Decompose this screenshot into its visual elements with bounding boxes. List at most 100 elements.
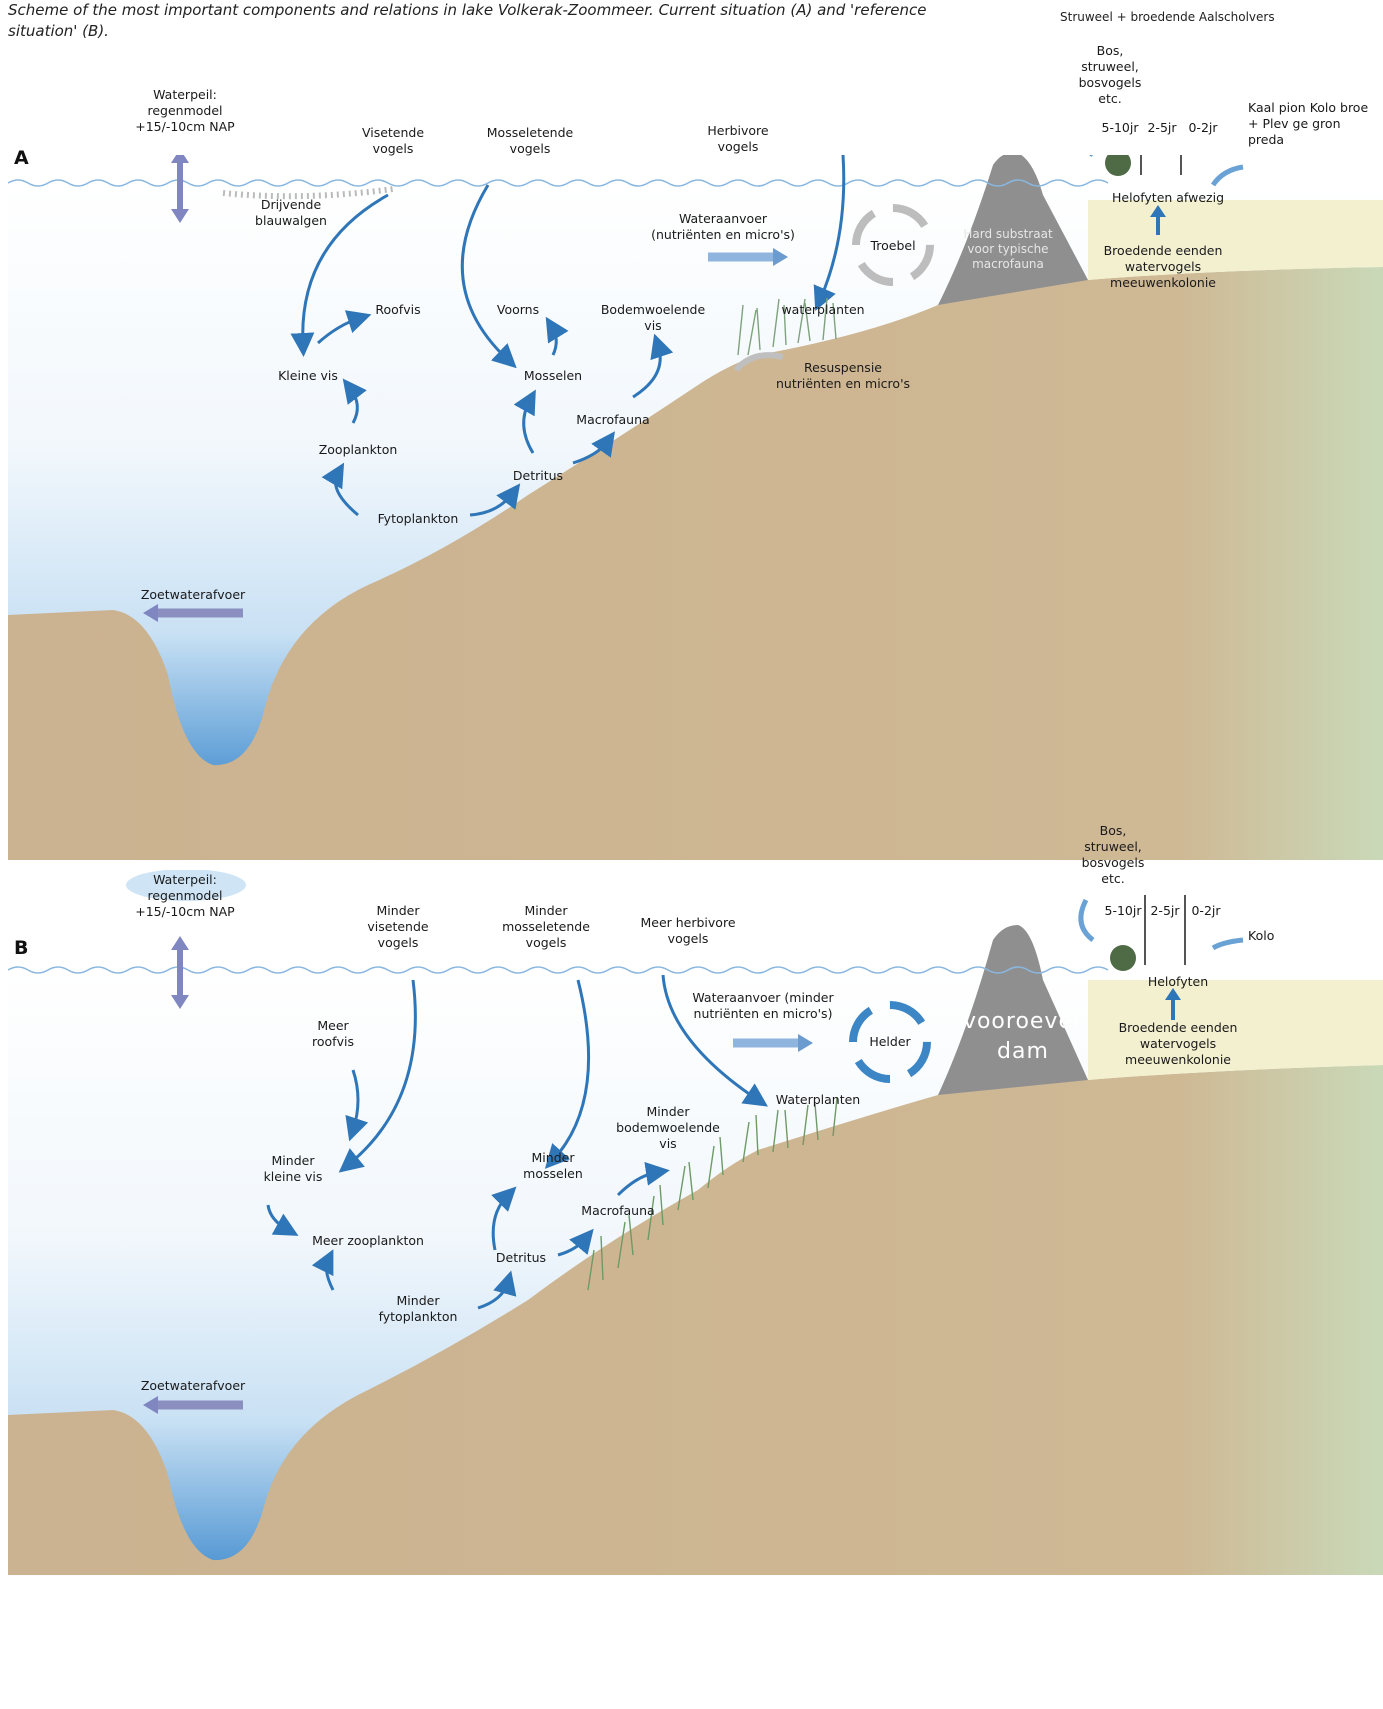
aquatic-plants bbox=[737, 297, 837, 356]
panel-a: A Waterpeil: regenmodel +15/-10cm NAP Dr… bbox=[8, 43, 1383, 860]
arrow-visetende bbox=[290, 193, 389, 357]
broedende-eenden-label: Broedende eenden watervogels meeuwenkolo… bbox=[1103, 243, 1223, 290]
macrofauna-label: Macrofauna bbox=[576, 412, 650, 427]
minder-mosselen-label: Minder mosselen bbox=[523, 1150, 583, 1181]
arrow-detritus-macro bbox=[557, 1228, 594, 1257]
minder-fytoplankton-label: Minder fytoplankton bbox=[378, 1293, 458, 1324]
cut-right-label: Kaal pion Kolo broe + Plev ge gron preda bbox=[1248, 100, 1369, 147]
voorns-label: Voorns bbox=[496, 302, 540, 317]
broed-arrow-head bbox=[1165, 988, 1181, 1000]
arrow-mosseletende bbox=[460, 184, 517, 369]
bos-arrow bbox=[1078, 898, 1095, 942]
vooroever-dam-label: vooroever dam bbox=[962, 1009, 1084, 1064]
age-5-10-label: 5-10jr bbox=[1101, 120, 1139, 135]
age-2-5-label: 2-5jr bbox=[1147, 120, 1177, 135]
cloud-shape bbox=[126, 870, 246, 901]
bos-label: Bos, struweel, bosvogels etc. bbox=[1081, 823, 1145, 886]
resuspensie-label: Resuspensie nutriënten en micro's bbox=[775, 360, 911, 391]
panel-b-scene bbox=[8, 870, 1383, 1575]
bodemwoelende-vis-label: Bodemwoelende vis bbox=[600, 302, 706, 333]
arrow-kleinevis-roofvis bbox=[316, 310, 372, 345]
broed-arrow-head bbox=[1150, 205, 1166, 217]
waterplanten-label: waterplanten bbox=[781, 302, 865, 317]
meer-zooplankton-label: Meer zooplankton bbox=[312, 1233, 424, 1248]
roofvis-label: Roofvis bbox=[375, 302, 421, 317]
inflow-arrow-head bbox=[798, 1034, 813, 1052]
bos-label: Bos, struweel, bosvogels etc. bbox=[1078, 43, 1142, 106]
resuspension-arrow bbox=[733, 352, 784, 373]
arrow-detritus-fyto bbox=[477, 1270, 517, 1310]
fytoplankton-label: Fytoplankton bbox=[377, 511, 459, 526]
outflow-arrow-head bbox=[143, 1396, 158, 1414]
visetende-vogels-label: Visetende vogels bbox=[361, 125, 425, 156]
age-5-10-label: 5-10jr bbox=[1104, 903, 1142, 918]
arrow-roofvis-kleinevis bbox=[345, 1069, 369, 1142]
zoetwaterafvoer-label: Zoetwaterafvoer bbox=[140, 587, 246, 602]
minder-visetende-label: Minder visetende vogels bbox=[367, 903, 429, 950]
arrow-fyto-zoo bbox=[321, 462, 359, 517]
shore-shrub bbox=[1105, 155, 1131, 176]
figure-caption: Scheme of the most important components … bbox=[8, 1, 927, 40]
helder-label: Helder bbox=[869, 1034, 911, 1049]
helofyten-afwezig-label: Helofyten afwezig bbox=[1112, 190, 1224, 205]
arrow-herbivore bbox=[813, 155, 846, 312]
age-0-2-label: 0-2jr bbox=[1188, 120, 1218, 135]
helofyten-label: Helofyten bbox=[1147, 974, 1209, 989]
arrow-minder-visetende bbox=[338, 979, 417, 1173]
meer-herbivore-label: Meer herbivore vogels bbox=[640, 915, 736, 946]
shore-land bbox=[1088, 200, 1383, 280]
arrow-minder-mosseletende bbox=[544, 979, 591, 1169]
mosseletende-vogels-label: Mosseletende vogels bbox=[486, 125, 574, 156]
panel-b-letter: B bbox=[14, 937, 29, 959]
detritus-label: Detritus bbox=[495, 1250, 547, 1265]
level-arrow-heads bbox=[171, 155, 189, 223]
minder-kleine-vis-label: Minder kleine vis bbox=[263, 1153, 323, 1184]
arrow-detritus-fyto bbox=[469, 483, 521, 517]
shore-land bbox=[1088, 980, 1383, 1080]
arrow-detritus-macro bbox=[572, 431, 615, 465]
turbid-cycle bbox=[852, 204, 934, 286]
arrow-meer-herbivore bbox=[661, 974, 768, 1107]
waterplanten-label: Waterplanten bbox=[775, 1092, 861, 1107]
arrow-detritus-mosselen bbox=[491, 1186, 517, 1251]
waterpeil-label: Waterpeil: regenmodel +15/-10cm NAP bbox=[135, 87, 235, 134]
zoetwaterafvoer-label: Zoetwaterafvoer bbox=[140, 1378, 246, 1393]
hard-substraat-label: Hard substraat voor typische macrofauna bbox=[963, 227, 1053, 271]
minder-bodemwoelende-label: Minder bodemwoelende vis bbox=[616, 1104, 720, 1151]
broedende-eenden-label: Broedende eenden watervogels meeuwenkolo… bbox=[1118, 1020, 1238, 1067]
shore-shrub bbox=[1110, 945, 1136, 971]
kale-arrow bbox=[1210, 164, 1244, 187]
arrow-mosselen-voorns bbox=[545, 316, 569, 356]
arrow-macro-bodem bbox=[616, 1161, 670, 1197]
arrow-macro-bodem bbox=[632, 333, 674, 399]
kolo-arrow bbox=[1211, 937, 1244, 951]
detritus-label: Detritus bbox=[512, 468, 564, 483]
water-surface bbox=[8, 179, 1109, 187]
aquatic-plants bbox=[587, 1097, 838, 1291]
wateraanvoer-label: Wateraanvoer (nutriënten en micro's) bbox=[651, 211, 795, 242]
dam-body bbox=[938, 925, 1088, 1095]
age-dividers bbox=[1144, 895, 1186, 965]
age-2-5-label: 2-5jr bbox=[1150, 903, 1180, 918]
lake-bed bbox=[8, 195, 1383, 860]
outflow-arrow-head bbox=[143, 604, 158, 622]
dam-body bbox=[938, 155, 1088, 305]
zooplankton-label: Zooplankton bbox=[318, 442, 398, 457]
inflow-arrow-head bbox=[773, 248, 788, 266]
wateraanvoer-label: Wateraanvoer (minder nutriënten en micro… bbox=[692, 990, 834, 1021]
age-0-2-label: 0-2jr bbox=[1191, 903, 1221, 918]
panel-b: B Waterpeil: regenmodel +15/-10cm NAP Mi… bbox=[8, 823, 1383, 1575]
age-dividers bbox=[1140, 155, 1182, 175]
macrofauna-label: Macrofauna bbox=[581, 1203, 655, 1218]
meer-roofvis-label: Meer roofvis bbox=[312, 1018, 354, 1049]
cut-right-label: Kolo bbox=[1248, 928, 1275, 943]
minder-mosseletende-label: Minder mosseletende vogels bbox=[502, 903, 590, 950]
water-surface bbox=[8, 966, 1109, 974]
arrow-fyto-zoo bbox=[311, 1249, 335, 1291]
arrow-zoo-kleinevis bbox=[266, 1204, 299, 1236]
lake-bed bbox=[8, 980, 1383, 1575]
clear-cycle bbox=[849, 1001, 931, 1083]
top-right-note: Struweel + broedende Aalscholvers bbox=[1060, 10, 1275, 24]
panel-a-letter: A bbox=[14, 147, 29, 169]
mosselen-label: Mosselen bbox=[523, 368, 583, 383]
